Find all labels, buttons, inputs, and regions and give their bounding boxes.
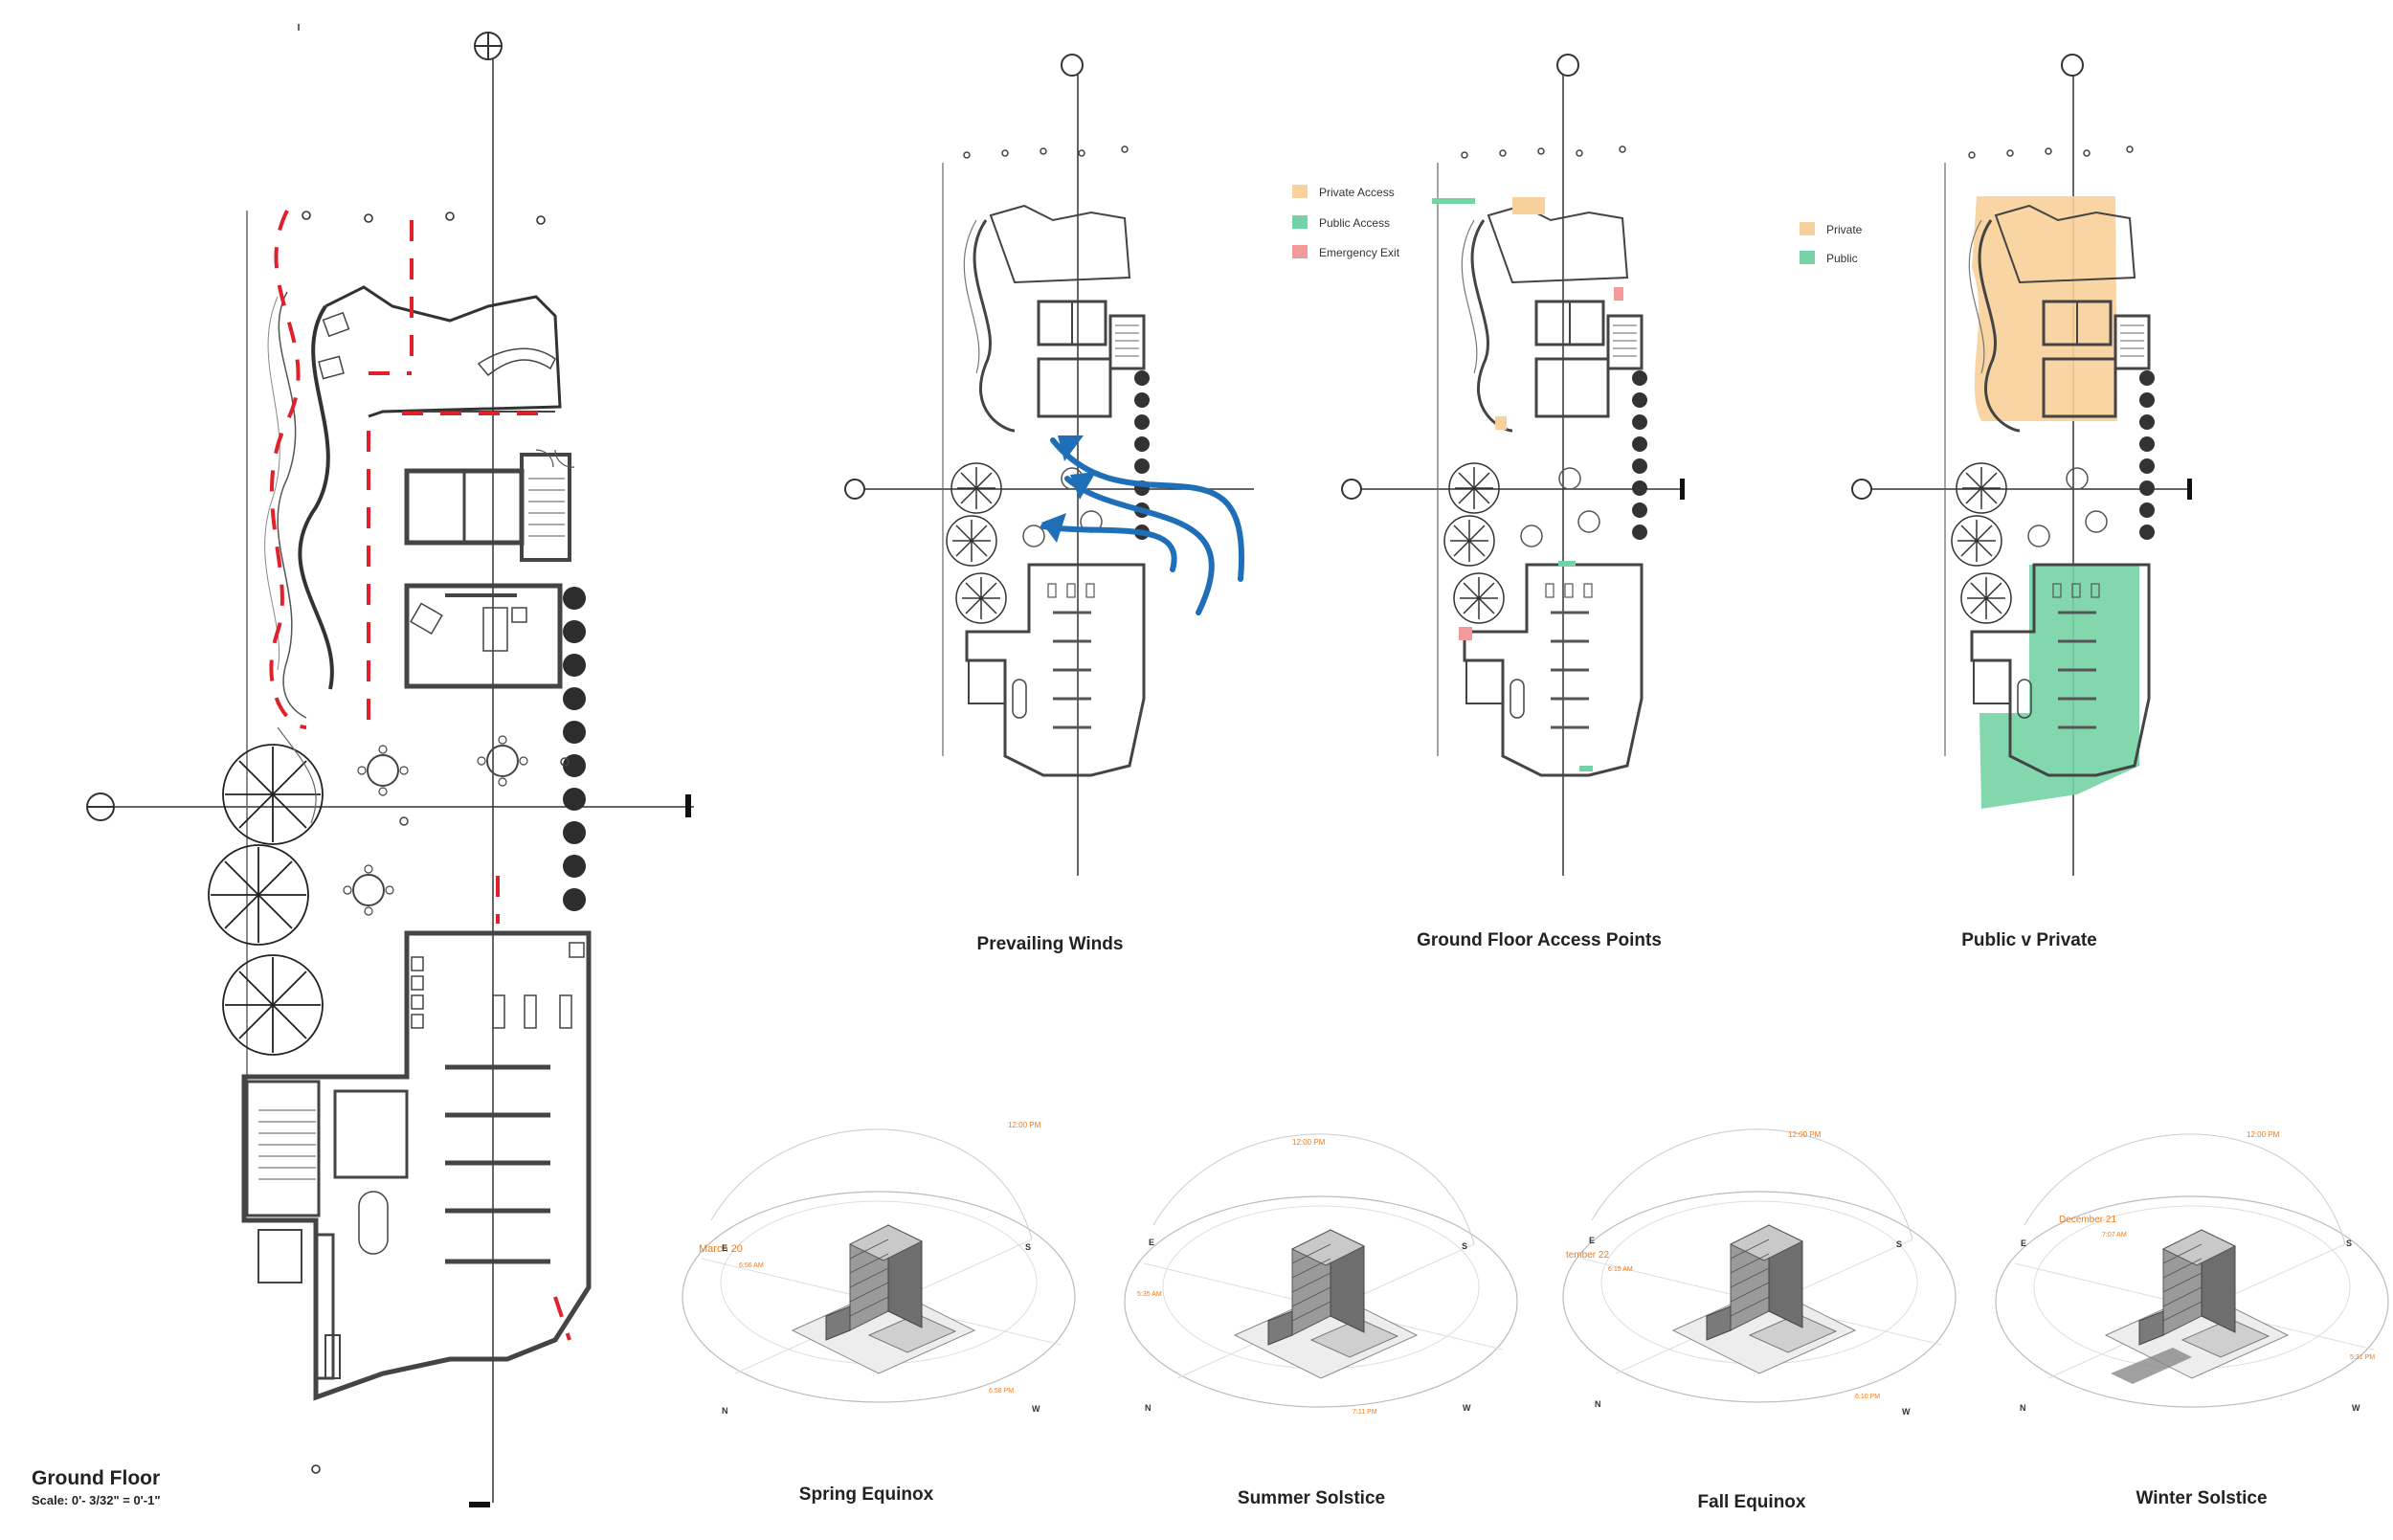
panel-access-points [1341,54,1685,876]
svg-text:E: E [2021,1239,2026,1248]
svg-text:7:07 AM: 7:07 AM [2102,1232,2127,1239]
svg-text:E: E [1149,1238,1154,1247]
svg-text:12:00 PM: 12:00 PM [1292,1138,1326,1147]
emergency-exit-marker [1614,287,1623,301]
winter-shadow [2111,1348,2192,1384]
legend-swatch-private-access [1292,185,1308,198]
caption-fall-equinox: Fall Equinox [1698,1492,1806,1512]
caption-winter-solstice: Winter Solstice [2136,1488,2267,1508]
legend-label-emergency-exit: Emergency Exit [1319,246,1400,259]
svg-text:12:00 PM: 12:00 PM [2247,1130,2280,1139]
page-title: Ground Floor [32,1467,160,1489]
sun-study-spring: 12:00 PM March 20 6:56 AM 6:58 PM E S N … [682,1121,1076,1416]
svg-text:March 20: March 20 [699,1243,743,1255]
svg-text:6:58 PM: 6:58 PM [989,1388,1014,1395]
svg-text:W: W [1032,1404,1040,1414]
panel-prevailing-winds [844,54,1254,876]
legend-swatch-public-access [1292,215,1308,229]
legend-label-private-access: Private Access [1319,186,1395,199]
public-zone [1979,565,2139,809]
svg-text:N: N [722,1406,728,1416]
svg-text:N: N [1595,1399,1601,1409]
sun-study-winter: 12:00 PM December 21 7:07 AM 5:31 PM E S… [1995,1130,2389,1413]
svg-text:6:10 PM: 6:10 PM [1855,1394,1880,1400]
caption-spring-equinox: Spring Equinox [799,1484,934,1505]
sun-study-fall: 12:00 PM tember 22 6:15 AM 6:10 PM E S N… [1562,1128,1957,1417]
svg-text:12:00 PM: 12:00 PM [1008,1121,1041,1129]
legend-label-private: Private [1826,223,1863,236]
svg-text:E: E [722,1243,727,1253]
svg-text:S: S [2346,1239,2352,1248]
legend-swatch-emergency-exit [1292,245,1308,258]
legend-label-public-access: Public Access [1319,216,1390,230]
svg-text:S: S [1462,1241,1467,1251]
svg-text:6:56 AM: 6:56 AM [739,1262,764,1269]
caption-public-private: Public v Private [1961,930,2097,950]
svg-text:S: S [1025,1242,1031,1252]
svg-text:W: W [1902,1407,1911,1417]
svg-text:S: S [1896,1239,1902,1249]
private-access-marker [1512,197,1545,214]
panel-public-private [1851,54,2192,876]
zones-legend: Private Public [1800,222,1863,265]
svg-text:6:15 AM: 6:15 AM [1608,1266,1633,1273]
sun-study-summer: 12:00 PM 5:35 AM 7:11 PM E S N W [1124,1133,1518,1416]
svg-text:E: E [1589,1236,1595,1245]
svg-text:W: W [1463,1403,1471,1413]
ground-floor-plan [86,32,694,1507]
svg-text:tember 22: tember 22 [1566,1250,1609,1261]
svg-text:5:35 AM: 5:35 AM [1137,1291,1162,1298]
access-legend: Private Access Public Access Emergency E… [1292,185,1400,259]
scale-label: Scale: 0'- 3/32" = 0'-1" [32,1493,161,1507]
public-access-marker [1432,198,1475,204]
caption-access-points: Ground Floor Access Points [1417,930,1662,950]
caption-prevailing-winds: Prevailing Winds [977,934,1124,954]
legend-swatch-private [1800,222,1815,235]
caption-summer-solstice: Summer Solstice [1238,1488,1385,1508]
svg-text:12:00 PM: 12:00 PM [1788,1130,1822,1139]
svg-text:5:31 PM: 5:31 PM [2350,1354,2375,1361]
svg-text:7:11 PM: 7:11 PM [1353,1409,1377,1416]
legend-swatch-public [1800,251,1815,264]
svg-text:N: N [2020,1403,2026,1413]
svg-text:N: N [1145,1403,1152,1413]
svg-text:December 21: December 21 [2059,1215,2116,1225]
svg-text:W: W [2352,1403,2360,1413]
legend-label-public: Public [1826,252,1858,265]
